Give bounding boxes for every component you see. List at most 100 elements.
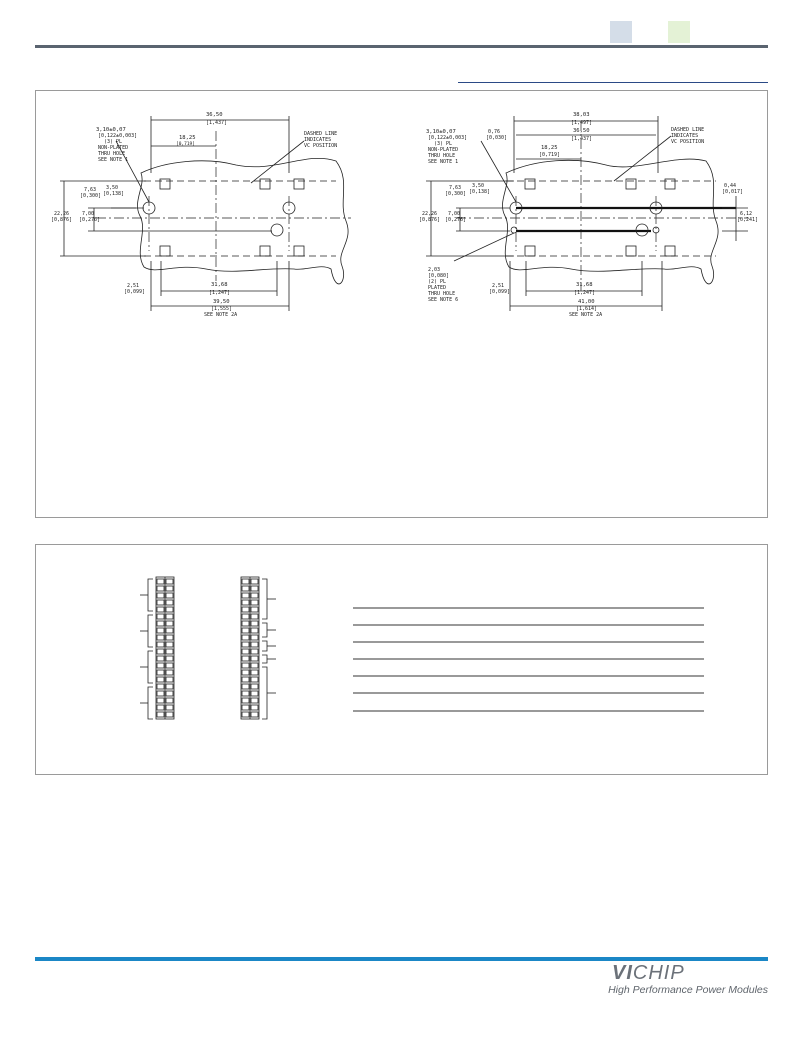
pin-cell (165, 599, 174, 606)
left-dim-251-in: [0,099] (124, 289, 145, 295)
right-dim-4100-in: [1,614] (576, 306, 597, 312)
left-dim-half: 18,25 (179, 135, 196, 141)
pin-cell (250, 676, 259, 683)
left-dim-2226: 22,26 (54, 211, 69, 217)
pin-cell (241, 606, 250, 613)
pin-cell (250, 711, 259, 718)
footer-tagline: High Performance Power Modules (608, 984, 768, 996)
left-dim-3950: 39,50 (213, 299, 230, 305)
pin-diagram (140, 576, 276, 720)
right-plated-dia: 2,03 (428, 267, 440, 273)
pin-cell (241, 690, 250, 697)
right-dim-3168: 31,68 (576, 282, 593, 288)
left-dim-3168: 31,68 (211, 282, 228, 288)
pin-cell (250, 669, 259, 676)
left-hole-dia-in: [0,122±0,003] (98, 133, 137, 139)
right-dashed-note2: INDICATES (671, 133, 698, 139)
pin-cell (165, 676, 174, 683)
pin-cell (156, 634, 165, 641)
footer-rule (35, 957, 768, 961)
pin-cell (165, 634, 174, 641)
pin-cell (250, 683, 259, 690)
pin-cell (241, 648, 250, 655)
pin-cell (156, 669, 165, 676)
left-dim-763: 7,63 (84, 187, 96, 193)
right-hole-note1: NON-PLATED (428, 147, 458, 153)
right-plated-note3: SEE NOTE 6 (428, 297, 458, 303)
left-dim-2226-in: [0,876] (51, 217, 72, 223)
pin-cell (156, 690, 165, 697)
left-dim-3950-in: [1,555] (211, 306, 232, 312)
right-dim-700: 7,00 (448, 211, 460, 217)
pin-cell (241, 627, 250, 634)
pin-cell (250, 606, 259, 613)
left-dashed-note3: VC POSITION (304, 143, 337, 149)
left-dim-763-in: [0,300] (80, 193, 101, 199)
pin-cell (156, 585, 165, 592)
pin-cell (241, 613, 250, 620)
pin-cell (241, 585, 250, 592)
pin-cell (156, 599, 165, 606)
pin-cell (250, 620, 259, 627)
pin-cell (156, 676, 165, 683)
pin-cell (250, 690, 259, 697)
pin-cell (165, 711, 174, 718)
right-dim-044-in: [0,017] (722, 189, 743, 195)
right-dim-3650-in: [1,437] (571, 136, 592, 142)
right-dim-top-in: [1,497] (571, 120, 592, 126)
pin-cell (156, 627, 165, 634)
pin-cell (241, 704, 250, 711)
pin-cell (250, 585, 259, 592)
right-dim-2226-in: [0,876] (419, 217, 440, 223)
right-hole-note3: SEE NOTE 1 (428, 159, 458, 165)
right-dim-612-in: [0,241] (737, 217, 758, 223)
pin-cell (165, 690, 174, 697)
pin-cell (156, 655, 165, 662)
header-rule (35, 45, 768, 48)
right-board-outline (502, 158, 719, 285)
header-swatch-green (668, 21, 690, 43)
left-board-outline (137, 157, 349, 285)
pin-cell (250, 641, 259, 648)
pin-cell (250, 613, 259, 620)
left-dim-top-in: [1,437] (206, 120, 227, 126)
right-hole-count: (3) PL (434, 141, 452, 147)
pin-table (353, 607, 704, 712)
right-plated-note2: THRU HOLE (428, 291, 455, 297)
right-dim-2226: 22,26 (422, 211, 437, 217)
pin-cell (250, 662, 259, 669)
left-dim-3168-in: [1,247] (209, 290, 230, 296)
right-plated-note1: PLATED (428, 285, 446, 291)
pin-cell (250, 627, 259, 634)
right-dim-350: 3,50 (472, 183, 484, 189)
pin-cell (165, 704, 174, 711)
pin-cell (241, 655, 250, 662)
right-dashed-note1: DASHED LINE (671, 127, 704, 133)
right-dim-3650: 36,50 (573, 128, 590, 134)
right-dim-612: 6,12 (740, 211, 752, 217)
header-swatch-blue (610, 21, 632, 43)
right-dim-4100: 41,00 (578, 299, 595, 305)
section-rule (458, 82, 768, 83)
right-dim-350-in: [0,138] (469, 189, 490, 195)
pin-configuration-svg (140, 576, 704, 720)
pin-cell (250, 655, 259, 662)
left-hole-note3: SEE NOTE 1 (98, 157, 128, 163)
right-dim-076: 0,76 (488, 129, 500, 135)
pin-cell (250, 592, 259, 599)
right-dim-700-in: [0,276] (445, 217, 466, 223)
pin-cell (165, 697, 174, 704)
right-hole-note2: THRU HOLE (428, 153, 455, 159)
pin-configuration-panel (35, 544, 768, 775)
pin-cell (250, 704, 259, 711)
left-dim-350-in: [0,138] (103, 191, 124, 197)
pin-cell (241, 683, 250, 690)
pin-cell (250, 697, 259, 704)
left-hole-dia: 3,10±0,07 (96, 127, 126, 133)
right-dim-251-in: [0,099] (489, 289, 510, 295)
left-dim-350: 3,50 (106, 185, 118, 191)
pin-cell (156, 606, 165, 613)
right-hole-dia: 3,10±0,07 (426, 129, 456, 135)
right-dim-half: 18,25 (541, 145, 558, 151)
pin-cell (165, 641, 174, 648)
